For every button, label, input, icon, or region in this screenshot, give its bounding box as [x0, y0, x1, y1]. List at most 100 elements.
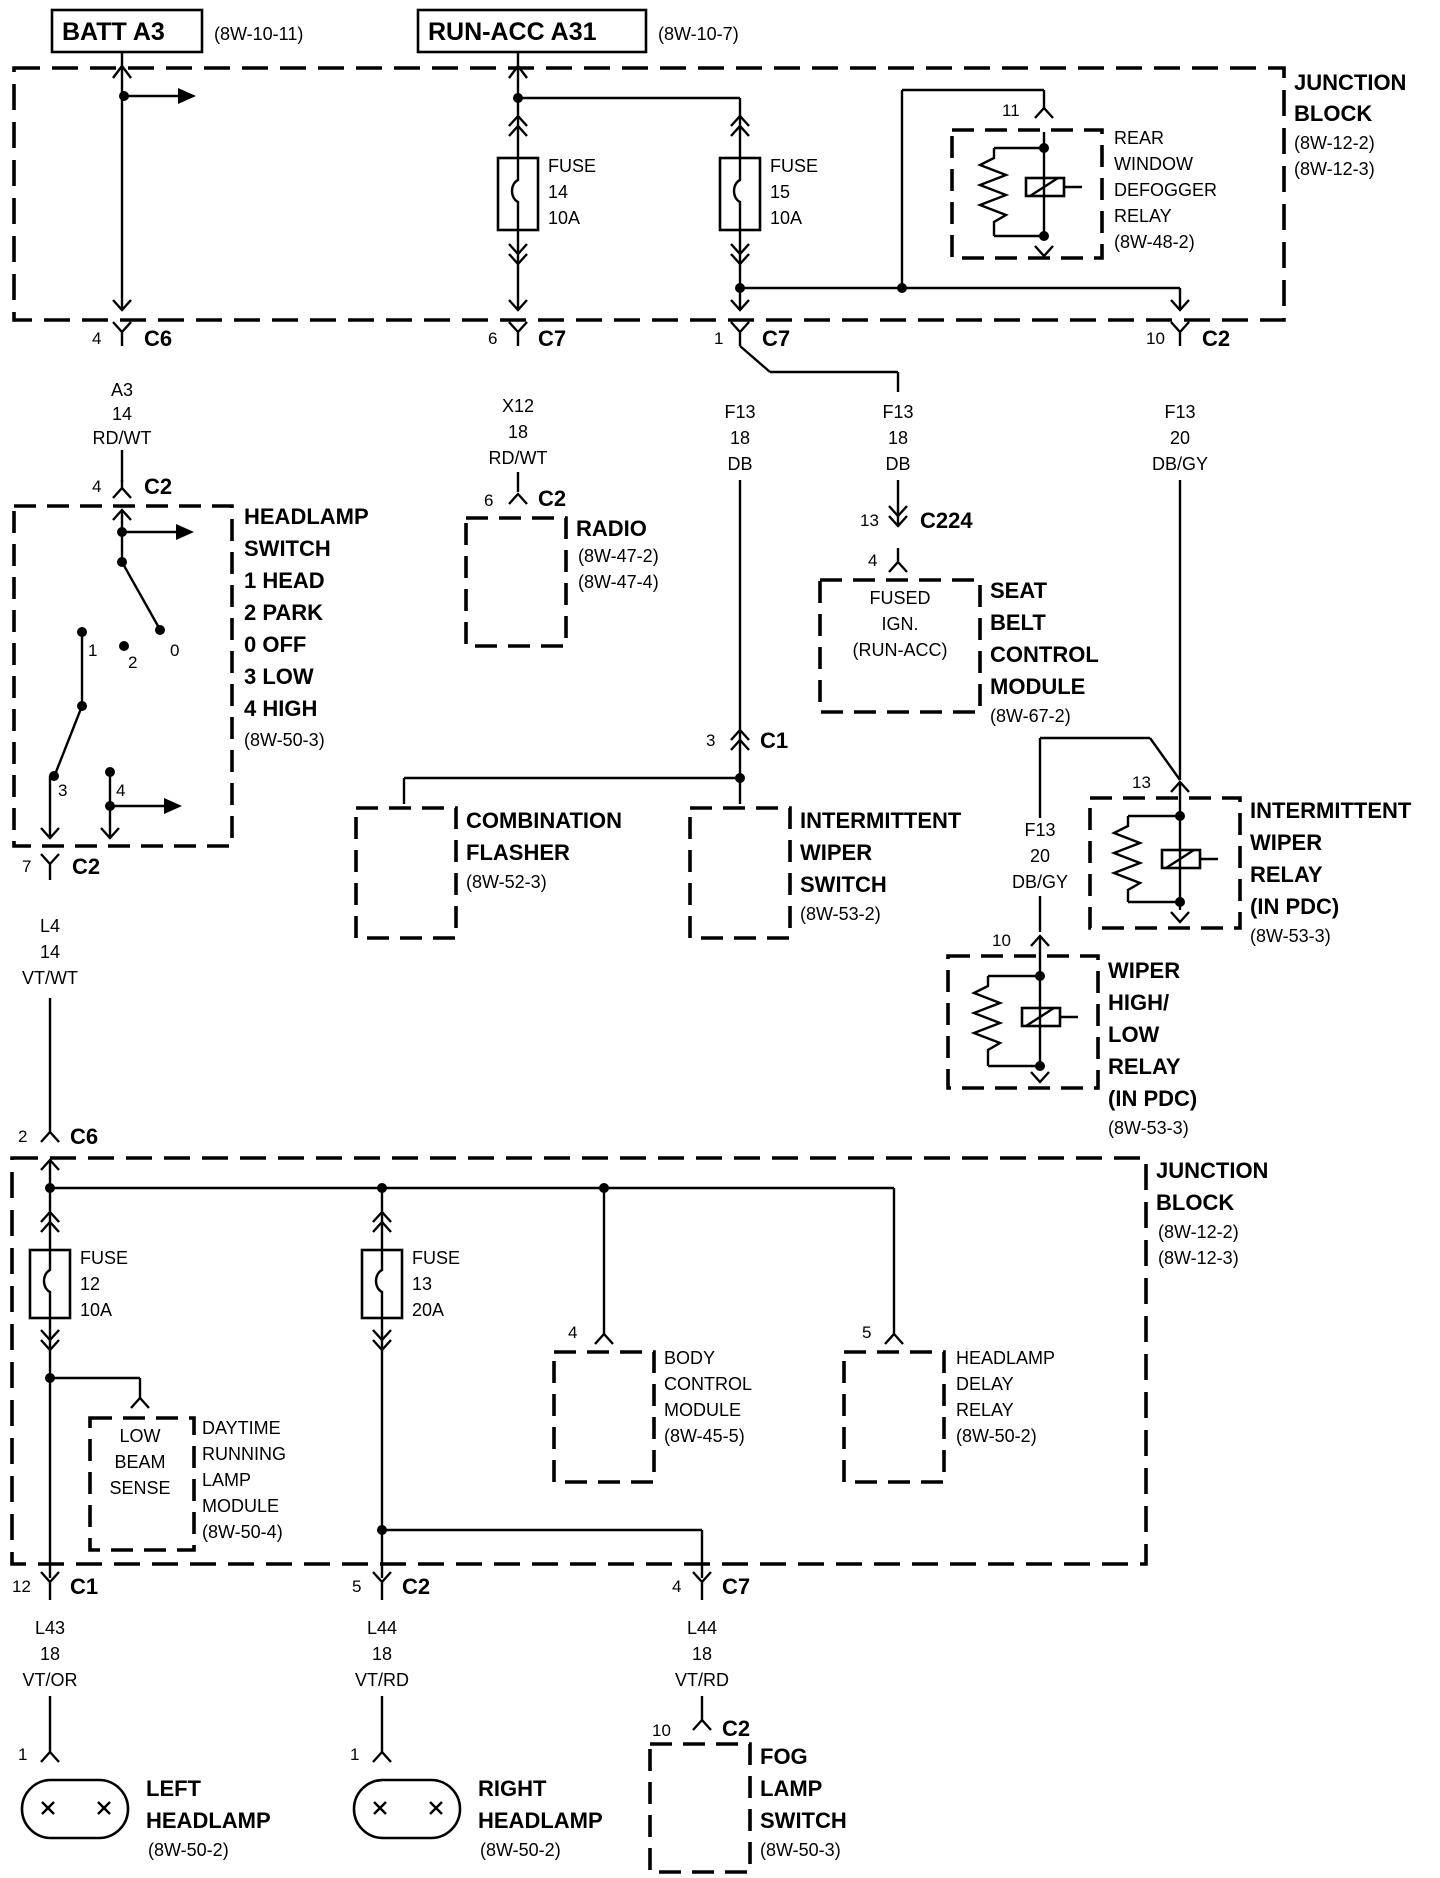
- wire-f13-branch: F13 18 DB: [739, 345, 914, 528]
- hs-out-conn: C2: [72, 854, 100, 879]
- right-headlamp-line-1: RIGHT: [478, 1776, 547, 1801]
- c7-bottom-name: C7: [722, 1574, 750, 1599]
- whl-line-2: HIGH/: [1108, 990, 1169, 1015]
- hs-pos-0: 0: [170, 641, 179, 660]
- whl-pin: 10: [992, 931, 1011, 950]
- flasher-line-1: COMBINATION: [466, 808, 622, 833]
- wire-f13a-color: DB: [727, 454, 752, 474]
- fuse-14: FUSE 14 10A: [496, 98, 596, 312]
- bcm-ref: (8W-45-5): [664, 1426, 745, 1446]
- wire-l43: L43 18 VT/OR: [22, 1618, 78, 1752]
- wire-l43-color: VT/OR: [22, 1670, 77, 1690]
- defogger-relay-pin: 11: [1002, 101, 1020, 120]
- hs-out-pin: 7: [22, 857, 31, 876]
- hs-pos-3: 3: [58, 781, 67, 800]
- fuse-15: FUSE 15 10A: [718, 98, 818, 312]
- connector-c7-bottom: 4 C7: [672, 1571, 750, 1600]
- bcm-line-2: CONTROL: [664, 1374, 752, 1394]
- wire-l44b-code: L44: [687, 1618, 717, 1638]
- drl-line-4: MODULE: [202, 1496, 279, 1516]
- connector-c224: 13 C224: [860, 508, 973, 533]
- c7-bottom-pin: 4: [672, 1577, 681, 1596]
- drl-inner-2: BEAM: [114, 1452, 165, 1472]
- batt-a3-label: BATT A3: [62, 18, 165, 46]
- batt-a3-source: BATT A3 (8W-10-11): [50, 8, 303, 54]
- wire-f13-main: F13 18 DB: [402, 402, 756, 804]
- wire-f13d-color: DB/GY: [1012, 872, 1068, 892]
- iwr-ref: (8W-53-3): [1250, 926, 1331, 946]
- connector-c7-pin1: 1 C7: [714, 321, 790, 351]
- hs-ref: (8W-50-3): [244, 730, 325, 750]
- run-acc-bus: [508, 52, 740, 103]
- fuse-12-number: 12: [80, 1274, 100, 1294]
- iwr-pin: 13: [1132, 773, 1151, 792]
- hdr-line-1: HEADLAMP: [956, 1348, 1055, 1368]
- wire-l44-right: L44 18 VT/RD: [355, 1618, 409, 1752]
- defogger-relay-line-1: REAR: [1114, 128, 1164, 148]
- daytime-running-lamp-module: LOW BEAM SENSE DAYTIME RUNNING LAMP MODU…: [50, 1376, 286, 1552]
- jb-bottom-title-2: BLOCK: [1156, 1190, 1234, 1215]
- hdr-line-2: DELAY: [956, 1374, 1014, 1394]
- whl-line-4: RELAY: [1108, 1054, 1181, 1079]
- drl-inner-1: LOW: [119, 1426, 160, 1446]
- right-headlamp-ref: (8W-50-2): [480, 1840, 561, 1860]
- bcm-line-3: MODULE: [664, 1400, 741, 1420]
- seat-belt-pin: 4: [868, 551, 877, 570]
- c2-bottom-pin: 5: [352, 1577, 361, 1596]
- wire-f13c-color: DB/GY: [1152, 454, 1208, 474]
- hs-pos-2: 2: [128, 653, 137, 672]
- hs-line-5: 0 OFF: [244, 632, 306, 657]
- c6-mid-name: C6: [70, 1124, 98, 1149]
- wire-f13d-gauge: 20: [1030, 846, 1050, 866]
- bottom-bus: [40, 1158, 896, 1334]
- drl-ref: (8W-50-4): [202, 1522, 283, 1542]
- c7-pin1-name: C7: [762, 326, 790, 351]
- fuse-13-label: FUSE: [412, 1248, 460, 1268]
- run-acc-a31-label: RUN-ACC A31: [428, 18, 597, 46]
- iws-line-1: INTERMITTENT: [800, 808, 962, 833]
- wire-f13c: F13 20 DB/GY: [1038, 402, 1208, 818]
- run-acc-a31-ref: (8W-10-7): [658, 24, 739, 44]
- iwr-line-2: WIPER: [1250, 830, 1322, 855]
- seat-belt-inner-1: FUSED: [869, 588, 930, 608]
- right-headlamp: 1 RIGHT HEADLAMP (8W-50-2): [350, 1745, 603, 1860]
- connector-c7-pin6: 6 C7: [488, 321, 566, 351]
- fog-lamp-switch: 10 C2 FOG LAMP SWITCH (8W-50-3): [648, 1716, 847, 1874]
- defogger-relay-line-4: RELAY: [1114, 206, 1172, 226]
- wire-x12-color: RD/WT: [489, 448, 548, 468]
- wire-f13b-gauge: 18: [888, 428, 908, 448]
- wire-l4: L4 14 VT/WT: [22, 916, 78, 1134]
- wire-l4-color: VT/WT: [22, 968, 78, 988]
- junction-block-top: JUNCTION BLOCK (8W-12-2) (8W-12-3): [12, 66, 1406, 322]
- fog-ref: (8W-50-3): [760, 1840, 841, 1860]
- c2-bottom-name: C2: [402, 1574, 430, 1599]
- hdr-line-3: RELAY: [956, 1400, 1014, 1420]
- radio-ref-1: (8W-47-2): [578, 546, 659, 566]
- jb-top-title-1: JUNCTION: [1294, 70, 1406, 95]
- wire-f13a-gauge: 18: [730, 428, 750, 448]
- hdr-ref: (8W-50-2): [956, 1426, 1037, 1446]
- hs-in-pin: 4: [92, 477, 101, 496]
- wire-f13d: F13 20 DB/GY: [1012, 820, 1068, 932]
- iwr-line-1: INTERMITTENT: [1250, 798, 1412, 823]
- radio-pin: 6: [484, 491, 493, 510]
- connector-c6-top: 4 C6: [92, 321, 172, 351]
- radio-name: RADIO: [576, 516, 647, 541]
- drl-line-1: DAYTIME: [202, 1418, 281, 1438]
- wire-l44-fog: L44 18 VT/RD: [675, 1618, 729, 1731]
- left-headlamp-bulb: [20, 1778, 130, 1840]
- combination-flasher: COMBINATION FLASHER (8W-52-3): [354, 806, 622, 940]
- seat-belt-line-3: CONTROL: [990, 642, 1099, 667]
- intermittent-wiper-relay: 13 INTERMITTENT WIPER RELAY (IN PDC) (8W…: [1088, 773, 1412, 946]
- fuse-13-rating: 20A: [412, 1300, 444, 1320]
- defogger-relay-line-2: WINDOW: [1114, 154, 1193, 174]
- flasher-line-2: FLASHER: [466, 840, 570, 865]
- headlamp-delay-relay: 5 HEADLAMP DELAY RELAY (8W-50-2): [842, 1323, 1055, 1484]
- fuse-15-label: FUSE: [770, 156, 818, 176]
- jb-bottom-title-1: JUNCTION: [1156, 1158, 1268, 1183]
- c1-bottom-pin: 12: [12, 1577, 31, 1596]
- c2-pin10-name: C2: [1202, 326, 1230, 351]
- wire-x12-code: X12: [502, 396, 534, 416]
- fog-conn: C2: [722, 1716, 750, 1741]
- c6-top-name: C6: [144, 326, 172, 351]
